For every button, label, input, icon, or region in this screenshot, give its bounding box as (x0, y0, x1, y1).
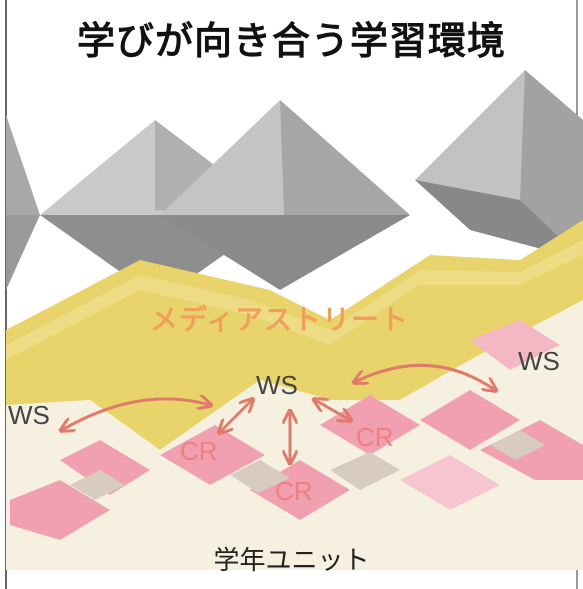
roof-pyramids (6, 70, 583, 300)
floor-tile-beige (330, 452, 400, 490)
connection-arrows (62, 363, 495, 462)
roof-pyramid-2-right (280, 100, 410, 240)
roof-pyramid-edge (6, 115, 40, 215)
cr-bottom-label: CR (275, 476, 313, 506)
arrow-ws-left-to-center (62, 399, 210, 430)
cr-right-label: CR (356, 422, 394, 452)
roof-pyramid-2-bottom (160, 215, 410, 290)
ws-center-label: WS (256, 370, 298, 400)
arrow-ws-center-to-cr-left (220, 400, 252, 432)
cr-tile-light (400, 455, 500, 510)
floor-tile-beige (490, 430, 545, 460)
floor-tile-beige (230, 460, 290, 493)
cr-tile (10, 480, 110, 540)
grade-unit-label: 学年ユニット (213, 546, 370, 576)
media-street-label: メディアストリート (150, 303, 410, 336)
page-title: 学びが向き合う学習環境 (76, 19, 506, 63)
roof-pyramid-3-right (520, 70, 583, 260)
cr-left-label: CR (180, 436, 218, 466)
cr-tile-light (470, 320, 560, 370)
ws-left-label: WS (8, 400, 50, 430)
ws-right-label: WS (518, 346, 560, 376)
roof-pyramid-edge-lower (6, 215, 40, 290)
floor-tile-beige (70, 470, 125, 500)
roof-pyramid-3-bottom (415, 180, 583, 260)
cr-tile (60, 440, 150, 495)
arrow-ws-center-to-ws-right (355, 363, 495, 390)
cr-tile (420, 390, 520, 450)
cr-tile (160, 425, 265, 485)
arrow-ws-center-to-cr-right (315, 400, 350, 420)
